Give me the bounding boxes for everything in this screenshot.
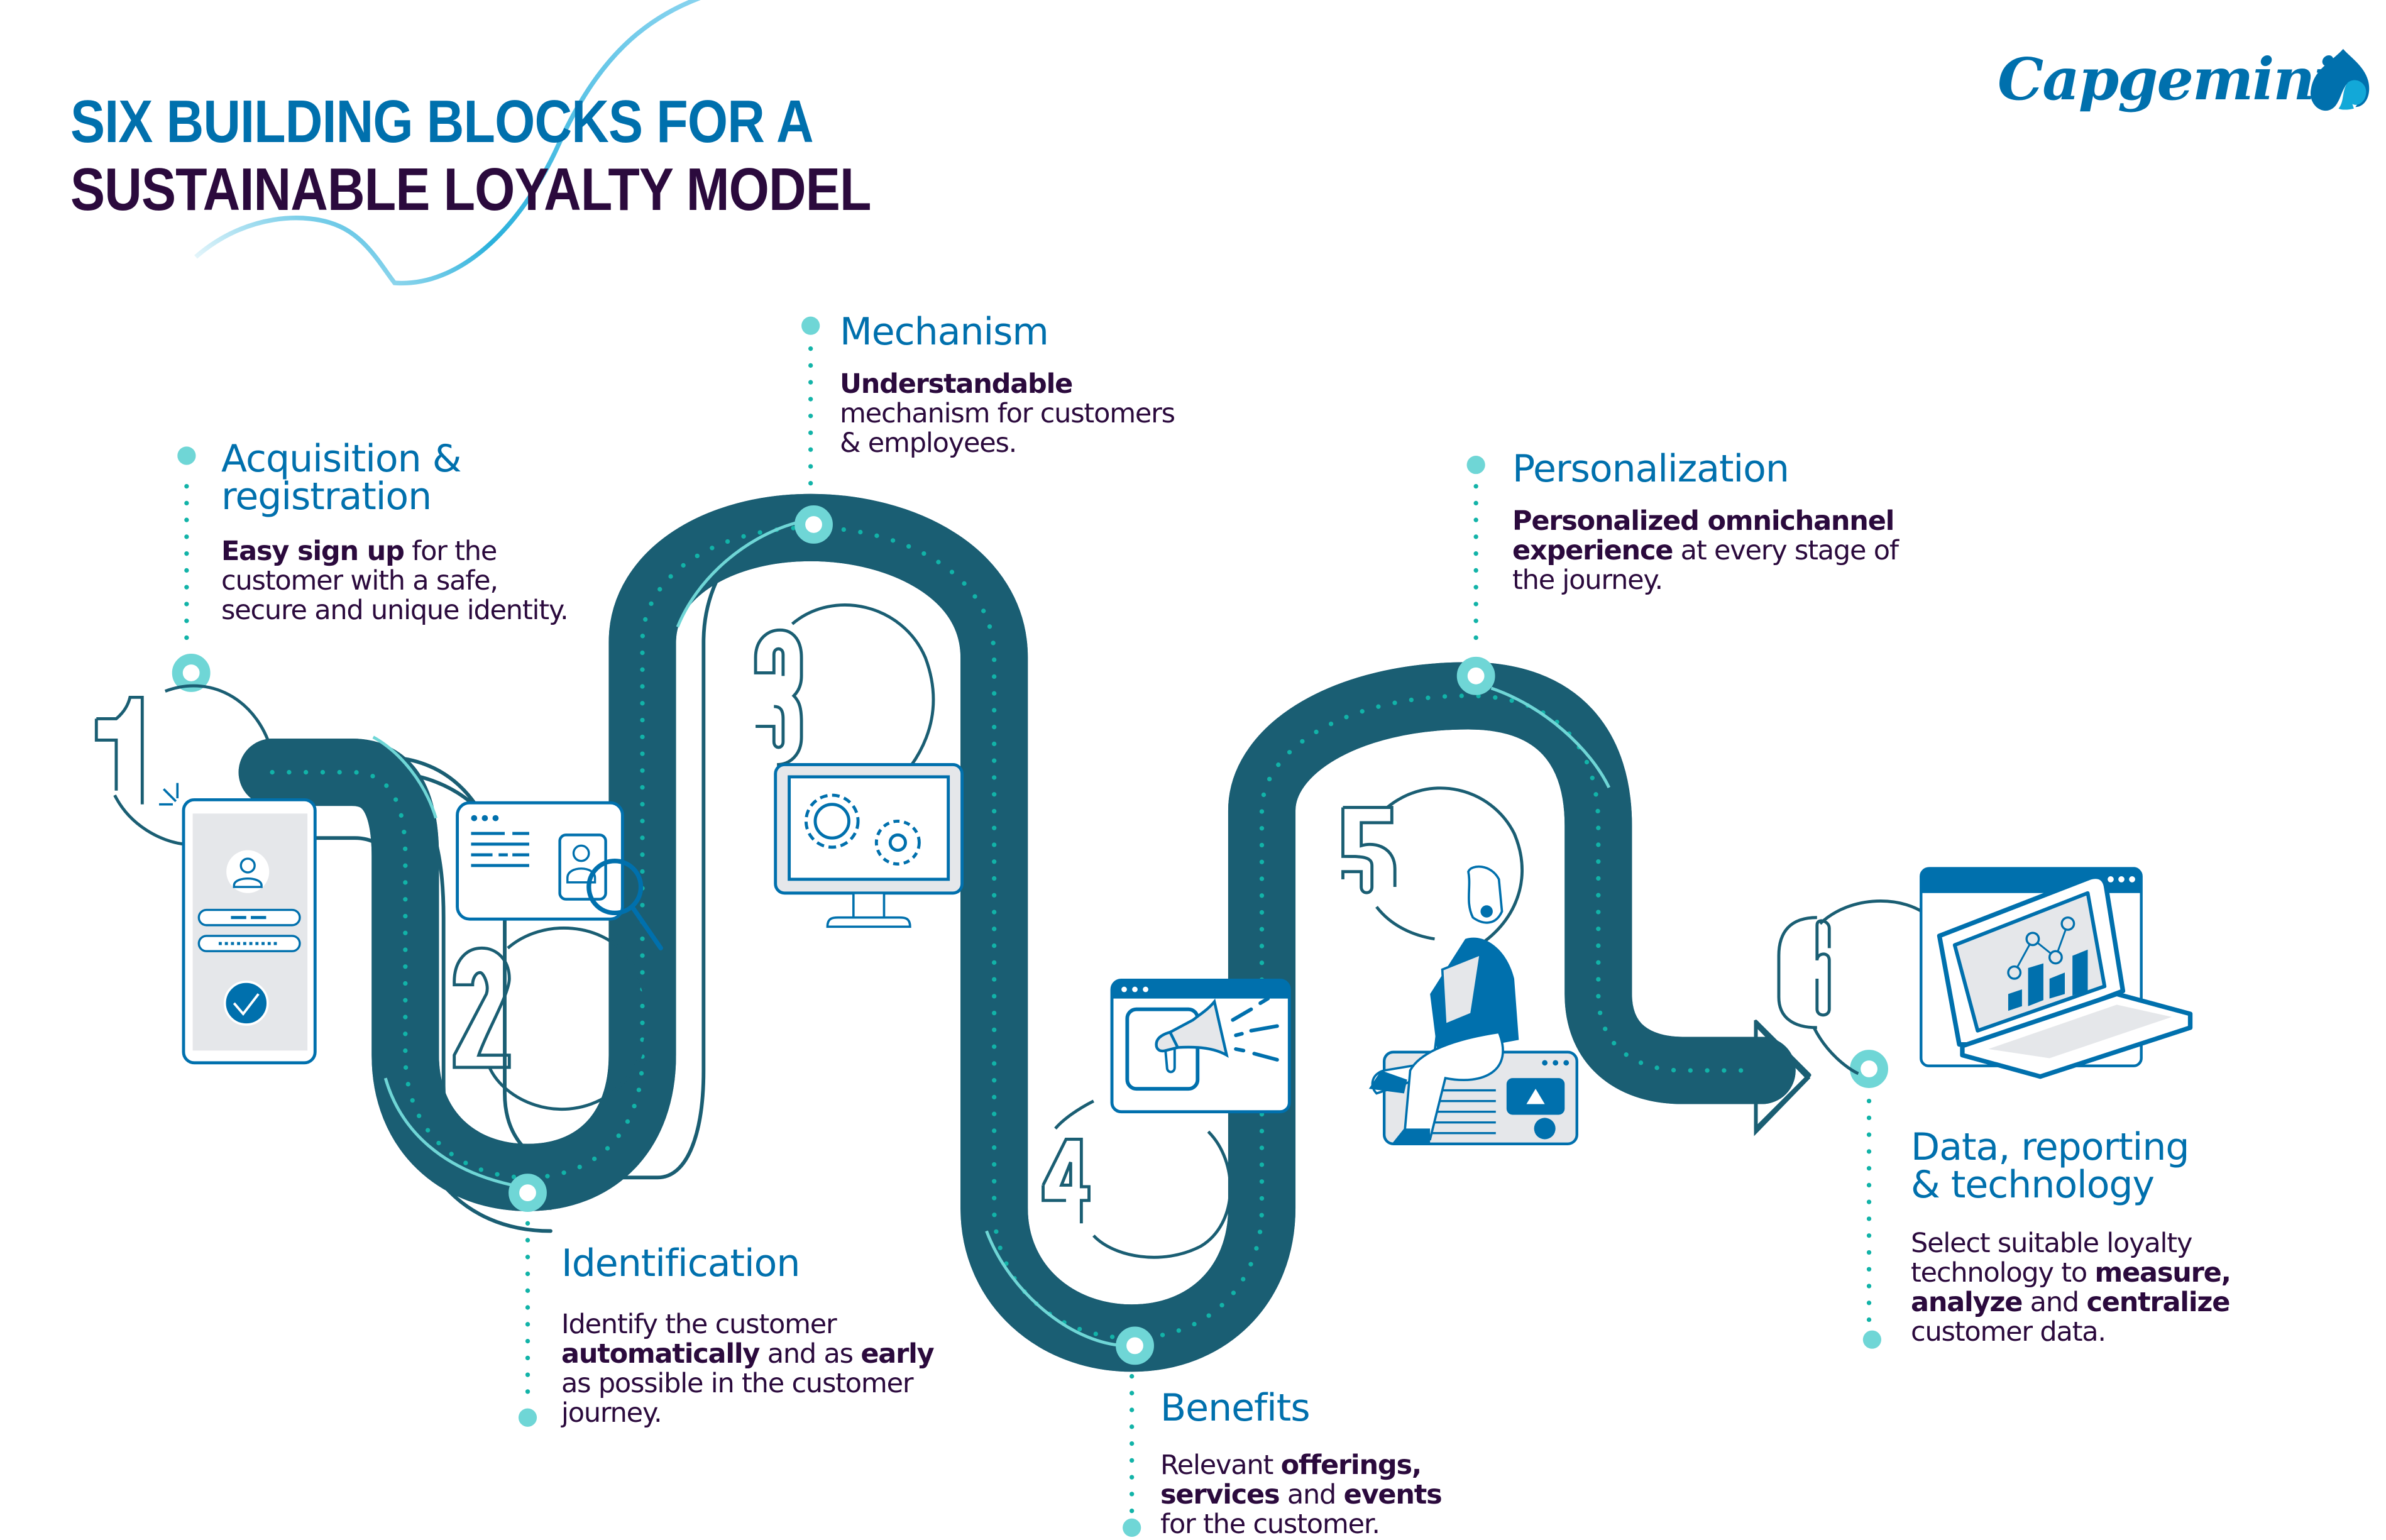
step-6-title-line2: & technology [1911,1163,2155,1207]
badge-5 [1341,786,1524,953]
step-4-title: Benefits [1160,1386,1311,1430]
step-5-title: Personalization [1512,447,1790,491]
desc-bold-run: analyze [1911,1287,2023,1318]
desc-run: mechanism for customers [840,398,1175,429]
track [272,527,1796,1338]
step-2-title: Identification [561,1241,800,1285]
milestone-6 [1850,1050,1888,1088]
step-1-text: Acquisition &registration Easy sign up f… [221,440,569,626]
arrow-head [1754,1020,1811,1131]
desc-run: journey. [561,1397,662,1429]
monitor-gears-icon [774,762,964,928]
capgemini-logo: Capgemini [1998,45,2336,113]
desc-run: Relevant [1160,1449,1281,1481]
desc-run: customer with a safe, [221,565,498,597]
desc-bold-run: Personalized omnichannel [1512,505,1894,537]
desc-run: Identify the customer [561,1309,837,1340]
desc-bold-run: services [1160,1479,1280,1510]
title-line-1: SIX BUILDING BLOCKS FOR A [70,88,814,155]
person-laptop-icon [1368,865,1578,1145]
badge-2 [453,926,649,1111]
desc-bold-run: centralize [2086,1287,2230,1318]
desc-bold-run: automatically [561,1338,760,1370]
step-badges [94,603,1932,1259]
badge-1 [94,684,274,846]
desc-bold-run: early [860,1338,934,1370]
desc-run: secure and unique identity. [221,595,569,626]
desc-bold-run: Understandable [840,368,1073,400]
badge-3 [754,603,935,794]
desc-run: for the customer. [1160,1509,1380,1540]
spade-icon [2311,48,2370,111]
desc-bold-run: events [1343,1479,1443,1510]
desc-run: for the [404,536,497,567]
desc-run: as possible in the customer [561,1368,914,1399]
mobile-login-icon [159,783,317,1065]
desc-run: at every stage of [1673,535,1899,566]
desc-run: customer data. [1911,1316,2106,1348]
step-6-title-line1: Data, reporting [1911,1125,2189,1169]
step-6-text: Data, reporting& technology Select suita… [1911,1128,2231,1347]
laptop-chart-icon [1920,867,2193,1079]
desc-bold-run: measure, [2094,1257,2231,1289]
leader-end-dots [177,316,1881,1537]
desc-run: and [1279,1479,1344,1510]
title-line-2: SUSTAINABLE LOYALTY MODEL [70,156,871,223]
desc-bold-run: experience [1512,535,1673,566]
megaphone-browser-icon [1110,979,1291,1114]
badge-6 [1777,899,1932,1075]
desc-run: and [2022,1287,2087,1318]
milestone-1 [172,654,211,692]
milestone-5 [1456,656,1495,695]
desc-run: and as [759,1338,861,1370]
desc-run: Select suitable loyalty [1911,1228,2192,1259]
accent-arcs [372,521,1611,1348]
milestone-rings [172,505,1888,1365]
page-title: SIX BUILDING BLOCKS FOR A SUSTAINABLE LO… [70,88,871,224]
step-5-text: Personalization Personalized omnichannel… [1512,447,1899,596]
milestone-4 [1116,1326,1154,1365]
header-wave [194,0,701,286]
step-1-title: Acquisition &registration [221,440,568,515]
milestone-2 [509,1174,547,1213]
desc-bold-run: offerings, [1280,1449,1422,1481]
step-1-title-line1: Acquisition & [221,437,461,481]
desc-run: technology to [1911,1257,2095,1289]
step-6-title: Data, reporting& technology [1911,1128,2231,1204]
desc-bold-run: Easy sign up [221,536,405,567]
milestone-3 [794,505,833,544]
desc-run: & employees. [840,427,1017,459]
step-1-title-line2: registration [221,475,432,519]
step-3-title: Mechanism [840,310,1049,354]
desc-run: the journey. [1512,564,1663,596]
step-4-text: Benefits Relevant offerings,services and… [1160,1386,1443,1540]
badge-4 [1042,1099,1232,1259]
id-card-search-icon [456,801,663,951]
